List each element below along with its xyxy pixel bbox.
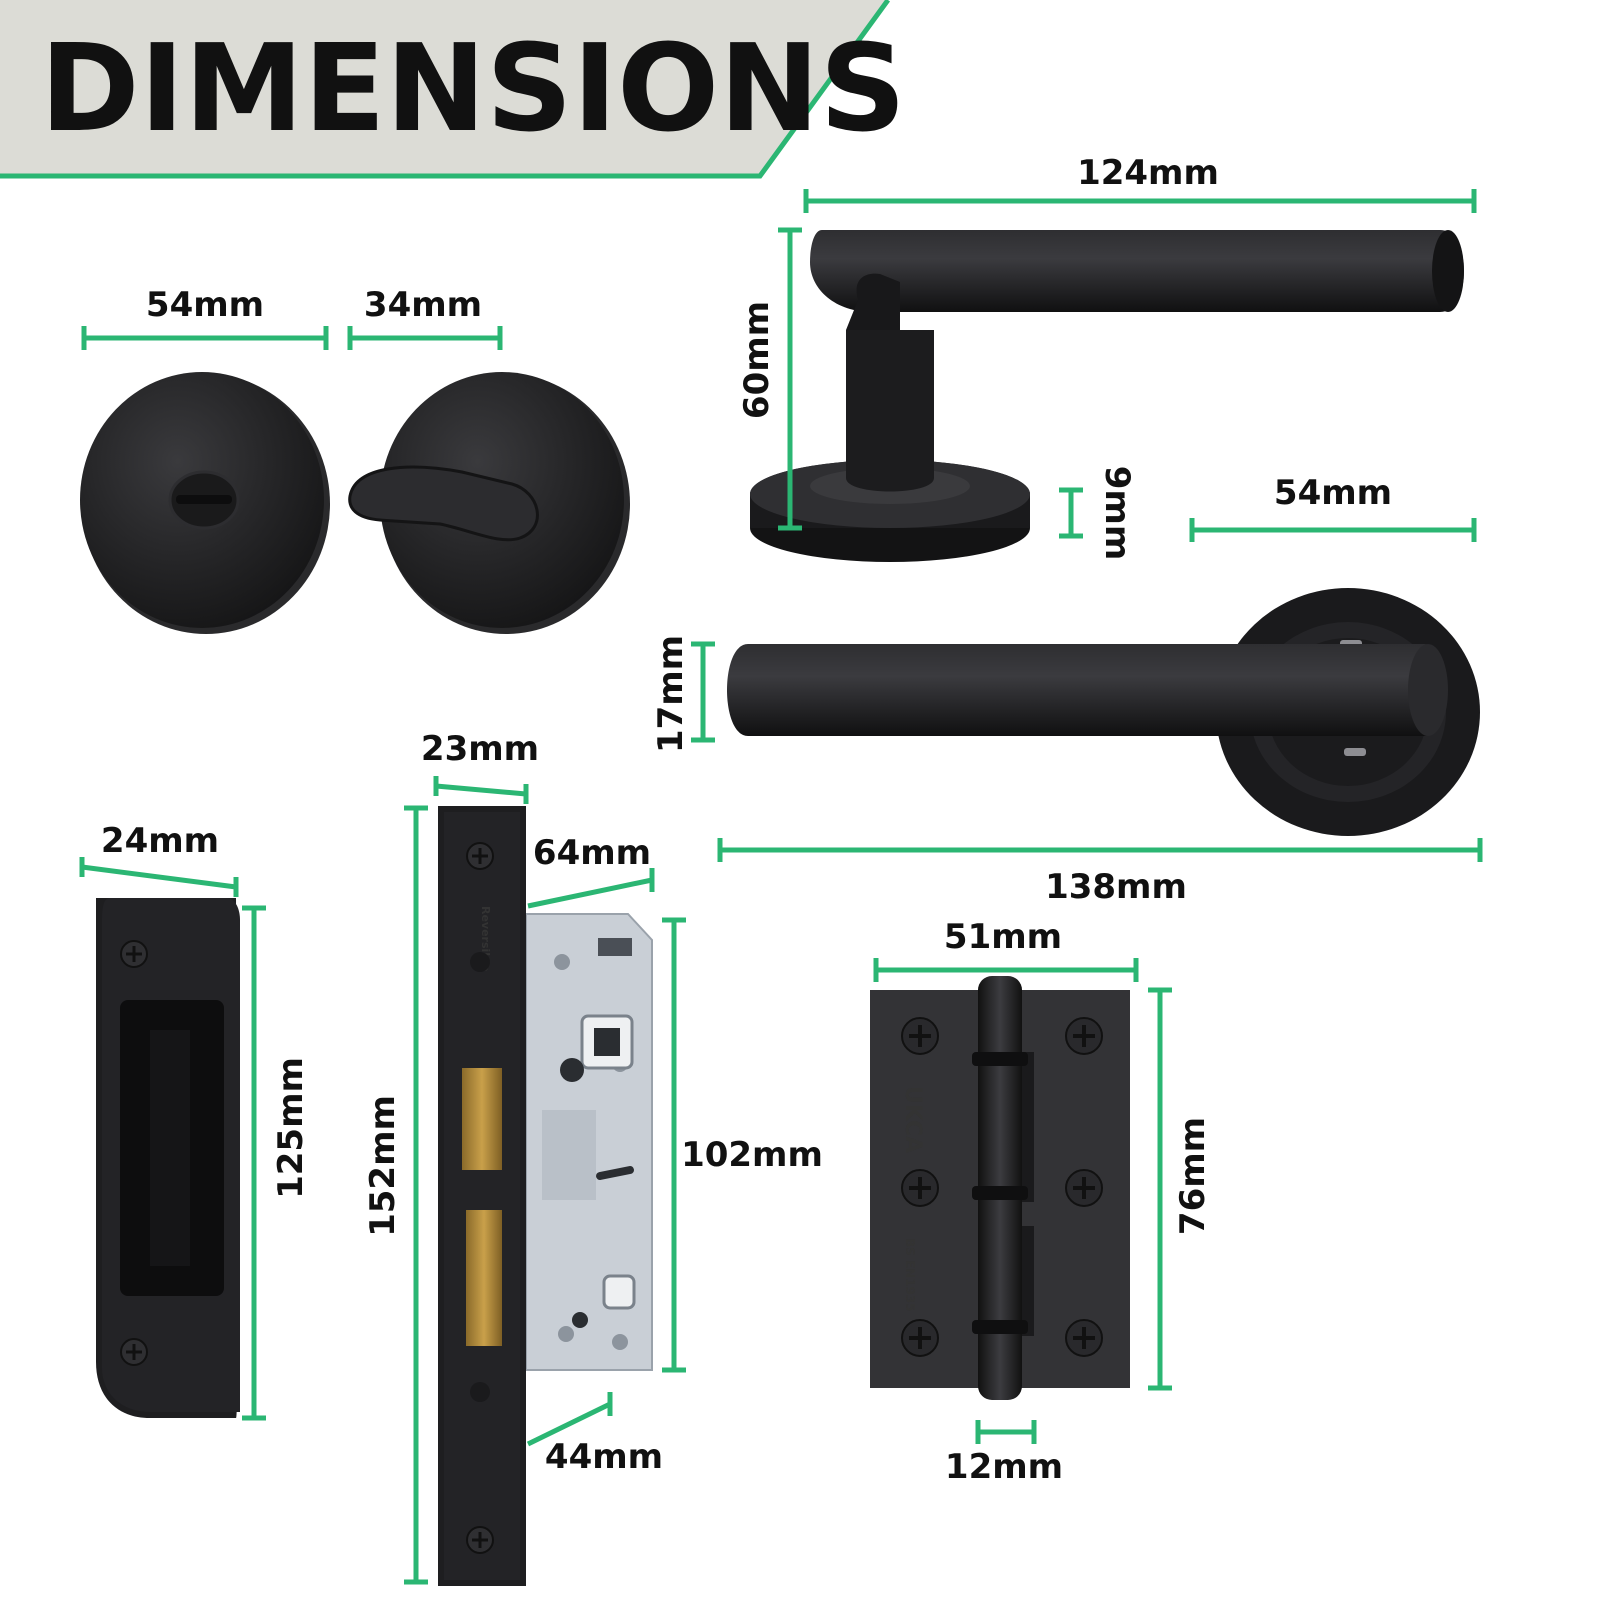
dim-label: 23mm: [421, 729, 539, 769]
dim-label: 12mm: [945, 1447, 1063, 1487]
dim-lever-bar-diameter: 17mm: [651, 635, 715, 753]
dim-label: 9mm: [1097, 466, 1137, 561]
dim-label: 54mm: [146, 285, 264, 325]
lever-handle-front: [727, 588, 1480, 836]
dim-label: 17mm: [651, 635, 691, 753]
release-slot: [176, 495, 232, 504]
dim-knuckle-width: 12mm: [945, 1420, 1063, 1487]
dim-label: 44mm: [545, 1437, 663, 1477]
dim-label: 76mm: [1173, 1117, 1213, 1235]
dim-label: 102mm: [681, 1135, 823, 1175]
dim-hinge-height: 76mm: [1148, 987, 1213, 1391]
dim-strike-height: 125mm: [242, 905, 311, 1421]
dim-label: 60mm: [737, 301, 777, 419]
dim-backset: 44mm: [526, 1392, 663, 1477]
dim-rose-depth: 9mm: [1059, 466, 1137, 561]
hinge-marking: BS EN1935: [903, 1238, 917, 1312]
dim-lever-length: 124mm: [803, 153, 1477, 213]
dim-faceplate-width: 23mm: [421, 729, 539, 804]
dim-label: 64mm: [533, 833, 651, 873]
dim-thumbturn-width: 34mm: [347, 285, 503, 350]
thumbturn-set: 54mm 34mm: [80, 285, 630, 634]
dim-label: 124mm: [1077, 153, 1219, 193]
lever-handle-side: [750, 230, 1464, 562]
dim-thumbturn-rose-width: 54mm: [81, 285, 329, 350]
dim-lever-height: 60mm: [737, 227, 802, 531]
latch-bolt: [462, 1068, 502, 1170]
banner-accent-line: [0, 0, 891, 179]
dim-label: 24mm: [101, 821, 219, 861]
lever-bar: [810, 230, 1464, 312]
dim-label: 51mm: [944, 917, 1062, 957]
release-rose: [80, 372, 330, 634]
hinge: UKCA BS EN1935: [870, 976, 1130, 1400]
banner-background: [0, 0, 888, 176]
dim-hinge-leaf-width: 51mm: [873, 917, 1139, 982]
lever-neck: [846, 330, 934, 492]
dead-bolt: [466, 1210, 502, 1346]
dim-forend-length: 152mm: [363, 805, 428, 1585]
dim-label: 34mm: [364, 285, 482, 325]
thumbturn-rose: [348, 372, 630, 634]
mortice-lock: Reversible: [438, 806, 653, 1586]
dim-strike-width: 24mm: [79, 821, 239, 897]
dim-overall-length: 138mm: [717, 838, 1483, 907]
thumbturn-handle: [348, 465, 539, 542]
dim-case-height: 102mm: [662, 917, 823, 1373]
dim-label: 152mm: [363, 1095, 403, 1237]
header-banner: DIMENSIONS: [0, 0, 906, 179]
hinge-marking: UKCA: [900, 1086, 925, 1153]
dim-label: 54mm: [1274, 473, 1392, 513]
dim-rose-diameter: 54mm: [1189, 473, 1477, 542]
lever-bar-front: [727, 644, 1442, 736]
dim-label: 125mm: [271, 1057, 311, 1199]
page-title: DIMENSIONS: [40, 20, 906, 159]
dim-label: 138mm: [1045, 867, 1187, 907]
strike-plate: [96, 898, 240, 1418]
dim-case-depth: 64mm: [527, 833, 655, 909]
